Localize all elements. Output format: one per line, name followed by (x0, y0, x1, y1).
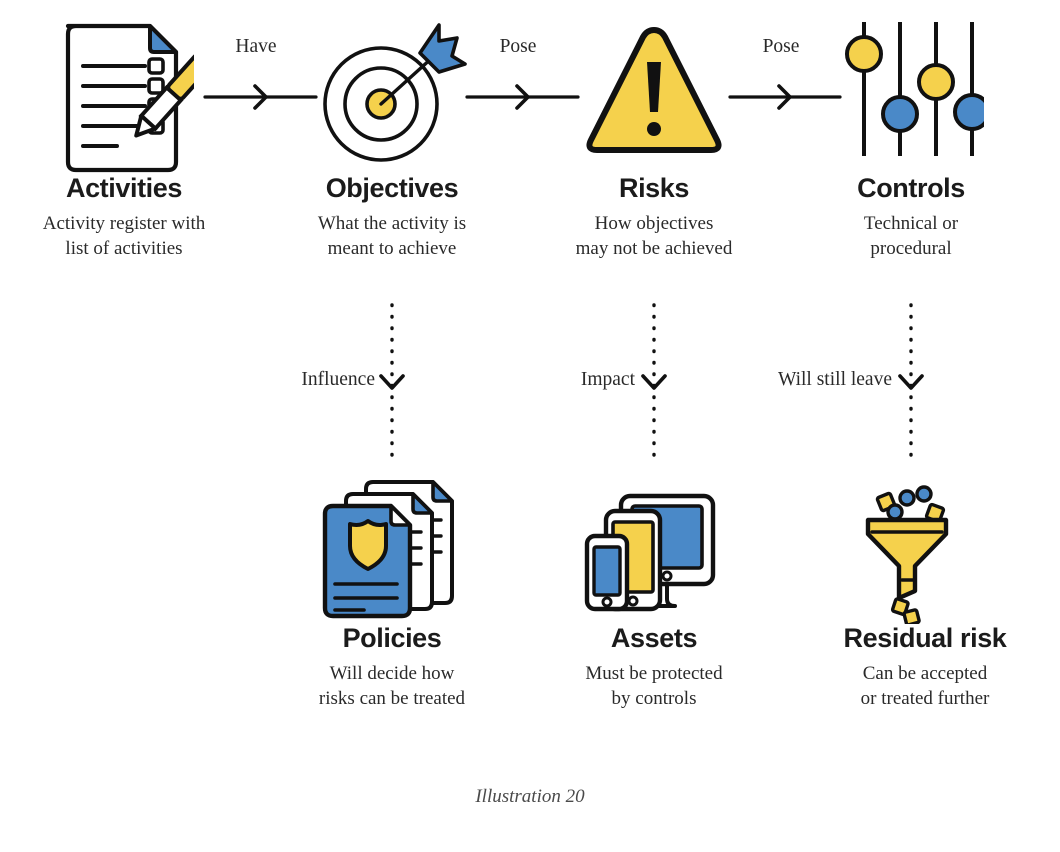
edge-label-have: Have (235, 36, 277, 57)
node-desc-line1: Technical or (863, 213, 959, 235)
edge-label-pose-controls: Pose (762, 36, 800, 57)
edge-label-impact: Impact (580, 369, 635, 390)
node-title-policies: Policies (342, 623, 442, 653)
node-desc-line1: What the activity is (317, 213, 467, 235)
node-title-controls: Controls (857, 173, 965, 203)
sliders-icon (845, 22, 984, 156)
arrow-pose-risks (465, 84, 580, 110)
node-desc-line1: Can be accepted (862, 663, 988, 685)
node-desc-line1: Activity register with (42, 213, 206, 235)
node-title-risks: Risks (618, 173, 690, 203)
node-desc-objectives: What the activity is meant to achieve (268, 211, 516, 261)
edge-label-influence: Influence (301, 369, 375, 390)
node-desc-controls: Technical or procedural (787, 211, 1035, 261)
target-with-arrow-icon (323, 23, 467, 162)
node-policies[interactable]: Policies Will decide how risks can be tr… (268, 474, 516, 712)
arrow-will-still-leave (898, 303, 924, 467)
node-desc-line2: or treated further (860, 688, 990, 710)
node-assets[interactable]: Assets Must be protected by controls (530, 474, 778, 712)
illustration-caption: Illustration 20 (475, 786, 585, 807)
node-desc-policies: Will decide how risks can be treated (268, 661, 516, 711)
node-desc-line2: risks can be treated (318, 688, 466, 710)
node-desc-assets: Must be protected by controls (530, 661, 778, 711)
node-desc-line1: Will decide how (329, 663, 455, 685)
node-title-objectives: Objectives (325, 173, 459, 203)
node-desc-line1: Must be protected (585, 663, 723, 685)
node-desc-line2: procedural (870, 238, 952, 260)
node-title-assets: Assets (610, 623, 698, 653)
node-residual-risk[interactable]: Residual risk Can be accepted or treated… (801, 474, 1049, 712)
arrow-impact (641, 303, 667, 467)
arrow-pose-controls (728, 84, 842, 110)
devices-monitor-tablet-phone-icon (584, 493, 716, 612)
funnel-icon (865, 485, 949, 624)
node-desc-line2: meant to achieve (327, 238, 457, 260)
checklist-document-pen-icon (65, 23, 194, 173)
node-desc-line1: How objectives (594, 213, 714, 235)
node-title-activities: Activities (65, 173, 183, 203)
arrow-influence (379, 303, 405, 467)
arrow-have (203, 84, 318, 110)
node-desc-line2: may not be achieved (575, 238, 733, 260)
node-risks[interactable]: Risks How objectives may not be achieved (530, 14, 778, 262)
edge-label-pose-risks: Pose (499, 36, 537, 57)
node-desc-activities: Activity register with list of activitie… (0, 211, 248, 261)
document-stack-shield-icon (322, 480, 454, 619)
node-title-residual-risk: Residual risk (843, 623, 1007, 653)
node-desc-line2: by controls (611, 688, 697, 710)
warning-triangle-icon (586, 27, 722, 153)
node-activities[interactable]: Activities Activity register with list o… (0, 14, 248, 262)
node-desc-residual-risk: Can be accepted or treated further (801, 661, 1049, 711)
node-desc-risks: How objectives may not be achieved (530, 211, 778, 261)
node-objectives[interactable]: Objectives What the activity is meant to… (268, 14, 516, 262)
edge-label-will-still-leave: Will still leave (777, 369, 892, 390)
node-controls[interactable]: Controls Technical or procedural (787, 14, 1035, 262)
node-desc-line2: list of activities (65, 238, 183, 260)
